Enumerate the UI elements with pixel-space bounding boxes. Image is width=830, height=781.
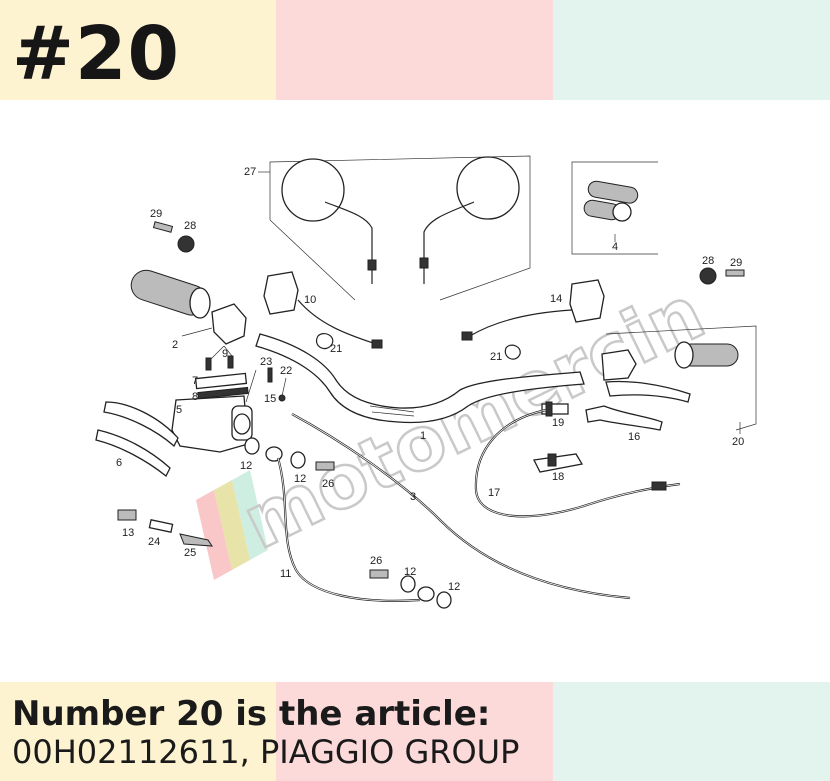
callout-15: 15 xyxy=(264,393,276,405)
part-3-throttle-cable xyxy=(291,413,631,600)
part-17-clutch-cable xyxy=(474,408,681,518)
callout-19: 19 xyxy=(552,417,564,429)
callout-12-d: 12 xyxy=(448,581,460,593)
part-2-left-grip xyxy=(130,269,247,345)
callout-16: 16 xyxy=(628,431,640,443)
callout-27: 27 xyxy=(244,166,256,178)
callout-6: 6 xyxy=(116,457,122,469)
part-6-brake-levers xyxy=(95,401,179,478)
part-27-mirrors xyxy=(258,155,531,301)
watermark-stripe-1 xyxy=(196,490,232,580)
article-number: 00H02112611, PIAGGIO GROUP xyxy=(12,733,520,771)
callout-13: 13 xyxy=(122,527,134,539)
callout-11: 11 xyxy=(280,568,291,580)
part-13-24-25 xyxy=(117,509,213,547)
callout-9: 9 xyxy=(222,348,228,360)
callout-26-b: 26 xyxy=(370,555,382,567)
part-14-right-switch xyxy=(461,279,605,341)
callout-28: 28 xyxy=(184,220,196,232)
header-band-pink xyxy=(276,0,553,100)
callout-28-right: 28 xyxy=(702,255,714,267)
part-5-master-cylinder xyxy=(171,345,253,453)
callout-5: 5 xyxy=(176,404,182,416)
callout-22: 22 xyxy=(280,365,292,377)
watermark-stripe-3 xyxy=(232,470,268,560)
callout-21: 21 xyxy=(330,343,342,355)
part-19-adjuster xyxy=(541,401,569,417)
footer-band xyxy=(0,682,830,781)
part-11-brake-hose xyxy=(265,446,435,602)
callout-21-right: 21 xyxy=(490,351,502,363)
header-band xyxy=(0,0,830,100)
callout-12-b: 12 xyxy=(294,473,306,485)
callout-23: 23 xyxy=(260,356,272,368)
callout-26: 26 xyxy=(322,478,334,490)
footer-band-yellow xyxy=(0,682,276,781)
part-18-switch xyxy=(533,453,584,473)
part-26-bolts xyxy=(315,461,389,579)
part-21-clips xyxy=(316,332,521,360)
footer-band-pink xyxy=(276,682,553,781)
callout-25: 25 xyxy=(184,547,196,559)
callout-29-right: 29 xyxy=(730,257,742,269)
callout-7: 7 xyxy=(192,375,198,387)
article-caption: Number 20 is the article: xyxy=(12,694,491,734)
watermark-stripe-2 xyxy=(214,480,250,570)
header-band-mint xyxy=(553,0,830,100)
callout-1: 1 xyxy=(420,430,426,442)
callout-14: 14 xyxy=(550,293,562,305)
callout-17: 17 xyxy=(488,487,500,499)
callout-29: 29 xyxy=(150,208,162,220)
header-band-yellow xyxy=(0,0,276,100)
callout-20: 20 xyxy=(732,436,744,448)
part-29-28-left xyxy=(152,221,195,253)
part-10-left-switch xyxy=(263,271,383,349)
exploded-parts-diagram: motomercin xyxy=(95,155,757,609)
callout-8: 8 xyxy=(192,391,198,403)
callout-10: 10 xyxy=(304,294,316,306)
part-12-washers xyxy=(244,437,452,609)
callout-24: 24 xyxy=(148,536,160,548)
callout-12: 12 xyxy=(240,460,252,472)
callout-12-c: 12 xyxy=(404,566,416,578)
page-title: #20 xyxy=(12,11,180,97)
callout-4: 4 xyxy=(612,241,618,253)
part-20-right-control xyxy=(585,325,757,434)
callout-3: 3 xyxy=(410,491,416,503)
callout-18: 18 xyxy=(552,471,564,483)
callout-2: 2 xyxy=(172,339,178,351)
part-4-grips xyxy=(571,161,658,255)
part-28-29-right xyxy=(699,267,745,285)
footer-band-mint xyxy=(553,682,830,781)
part-23-22-15 xyxy=(245,367,287,403)
part-1-handlebar xyxy=(255,333,585,424)
